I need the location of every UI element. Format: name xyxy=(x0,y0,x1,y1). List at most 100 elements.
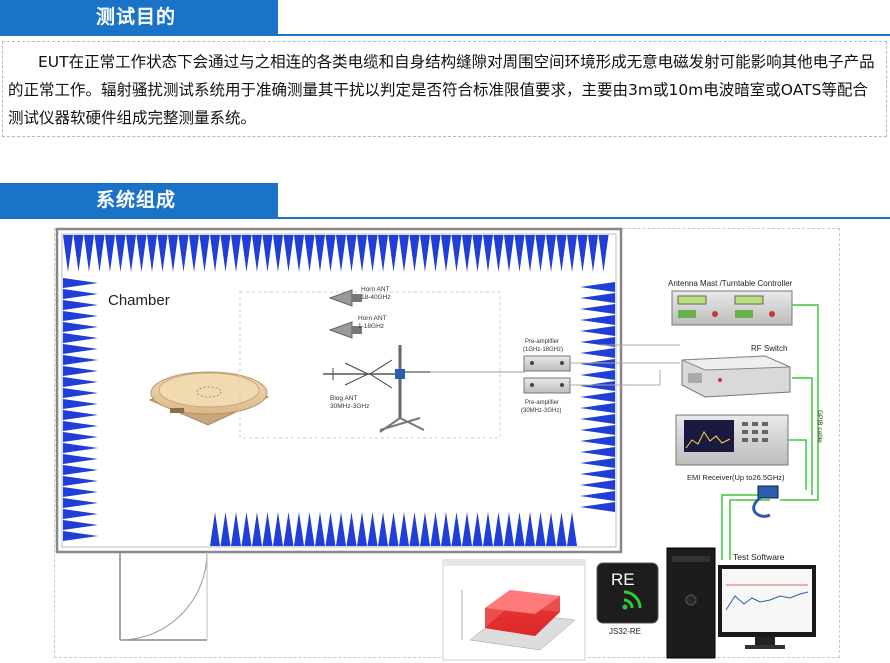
preamp-cables xyxy=(570,345,680,385)
absorber-cone xyxy=(273,512,283,546)
biconilog-label-line1: Blog ANT xyxy=(330,395,357,402)
emi-receiver xyxy=(676,415,788,465)
absorber-cone xyxy=(441,512,451,546)
absorber-cone xyxy=(494,235,504,272)
absorber-cone xyxy=(63,465,98,475)
absorber-cone xyxy=(326,235,336,272)
absorber-cone xyxy=(567,235,577,272)
absorber-cone xyxy=(347,512,357,546)
absorber-cone xyxy=(315,512,325,546)
absorber-cone xyxy=(580,403,615,413)
absorber-cone xyxy=(242,235,252,272)
absorber-cone xyxy=(567,512,577,546)
absorber-cone xyxy=(305,512,315,546)
absorber-cone xyxy=(63,311,98,321)
gpib-usb-adapter xyxy=(754,486,778,516)
absorber-cone xyxy=(221,235,231,272)
absorber-cone xyxy=(557,235,567,272)
absorber-cone xyxy=(74,235,84,272)
absorber-cone xyxy=(525,235,535,272)
absorber-cone xyxy=(473,235,483,272)
absorber-cone xyxy=(420,512,430,546)
absorber-cone xyxy=(126,235,136,272)
antenna-area xyxy=(240,292,500,438)
horn2-label-line2: 1-18GHz xyxy=(358,323,384,330)
turntable xyxy=(150,372,268,425)
absorber-cone xyxy=(63,278,98,288)
absorber-cone xyxy=(483,512,493,546)
absorber-cone xyxy=(515,235,525,272)
absorber-cone xyxy=(536,235,546,272)
absorber-cone xyxy=(63,344,98,354)
absorber-cone xyxy=(473,512,483,546)
absorber-cone xyxy=(378,512,388,546)
horn1-label-line1: Horn ANT xyxy=(361,286,390,293)
absorber-cone xyxy=(242,512,252,546)
absorber-cone xyxy=(63,410,98,420)
absorber-cone xyxy=(441,235,451,272)
absorber-cone xyxy=(557,512,567,546)
absorber-cone xyxy=(84,235,94,272)
horn2-label-line1: Horn ANT xyxy=(358,315,387,322)
controller-label: Antenna Mast /Turntable Controller xyxy=(668,279,793,288)
absorber-cone xyxy=(63,520,98,530)
absorber-cone xyxy=(200,235,210,272)
absorber-cone xyxy=(284,512,294,546)
horn-antenna-18-40 xyxy=(330,290,362,306)
absorber-cone xyxy=(580,370,615,380)
absorber-cone xyxy=(263,235,273,272)
absorber-cone xyxy=(116,235,126,272)
absorber-cone xyxy=(210,512,220,546)
absorber-cone xyxy=(452,235,462,272)
absorber-cone xyxy=(63,487,98,497)
absorber-cone xyxy=(389,235,399,272)
absorber-cone xyxy=(231,235,241,272)
absorber-cone xyxy=(315,235,325,272)
absorbers-left xyxy=(63,278,98,541)
absorber-cone xyxy=(580,502,615,512)
absorber-cone xyxy=(515,512,525,546)
absorber-cone xyxy=(273,235,283,272)
absorber-cone xyxy=(63,454,98,464)
antenna-mast xyxy=(380,345,430,432)
rf-switch xyxy=(682,356,790,397)
absorber-cone xyxy=(599,235,609,272)
absorber-cone xyxy=(357,235,367,272)
absorbers-bottom xyxy=(210,512,577,546)
absorber-cone xyxy=(347,235,357,272)
absorber-cone xyxy=(95,235,105,272)
absorber-cone xyxy=(252,512,262,546)
absorber-cone xyxy=(580,414,615,424)
absorber-cone xyxy=(63,322,98,332)
absorber-cone xyxy=(580,469,615,479)
preamp-30m-3ghz xyxy=(524,378,570,393)
re-software-logo: RE JS32-RE xyxy=(597,563,658,636)
absorber-cone xyxy=(580,491,615,501)
absorber-cone xyxy=(462,235,472,272)
absorber-cone xyxy=(483,235,493,272)
absorbers-top xyxy=(63,235,609,272)
absorber-cone xyxy=(580,458,615,468)
result-3d-plot xyxy=(443,560,585,660)
absorber-cone xyxy=(578,235,588,272)
emi-receiver-label: EMI Receiver(Up to26.5GHz) xyxy=(687,473,785,482)
biconilog-label-line2: 30MHz-3GHz xyxy=(330,403,369,410)
absorber-cone xyxy=(63,366,98,376)
absorber-cone xyxy=(580,304,615,314)
absorber-cone xyxy=(263,512,273,546)
absorber-cone xyxy=(494,512,504,546)
absorber-cone xyxy=(546,512,556,546)
absorber-cone xyxy=(305,235,315,272)
absorber-cone xyxy=(378,235,388,272)
preamp1-label-line1: Pre-amplifier xyxy=(525,339,559,345)
absorber-cone xyxy=(580,359,615,369)
mast-turntable-controller xyxy=(672,291,792,325)
absorber-cone xyxy=(580,348,615,358)
absorber-cone xyxy=(580,480,615,490)
absorber-cone xyxy=(63,300,98,310)
absorber-cone xyxy=(63,289,98,299)
absorber-cone xyxy=(504,235,514,272)
absorber-cone xyxy=(221,512,231,546)
logo-caption: JS32-RE xyxy=(609,627,641,636)
